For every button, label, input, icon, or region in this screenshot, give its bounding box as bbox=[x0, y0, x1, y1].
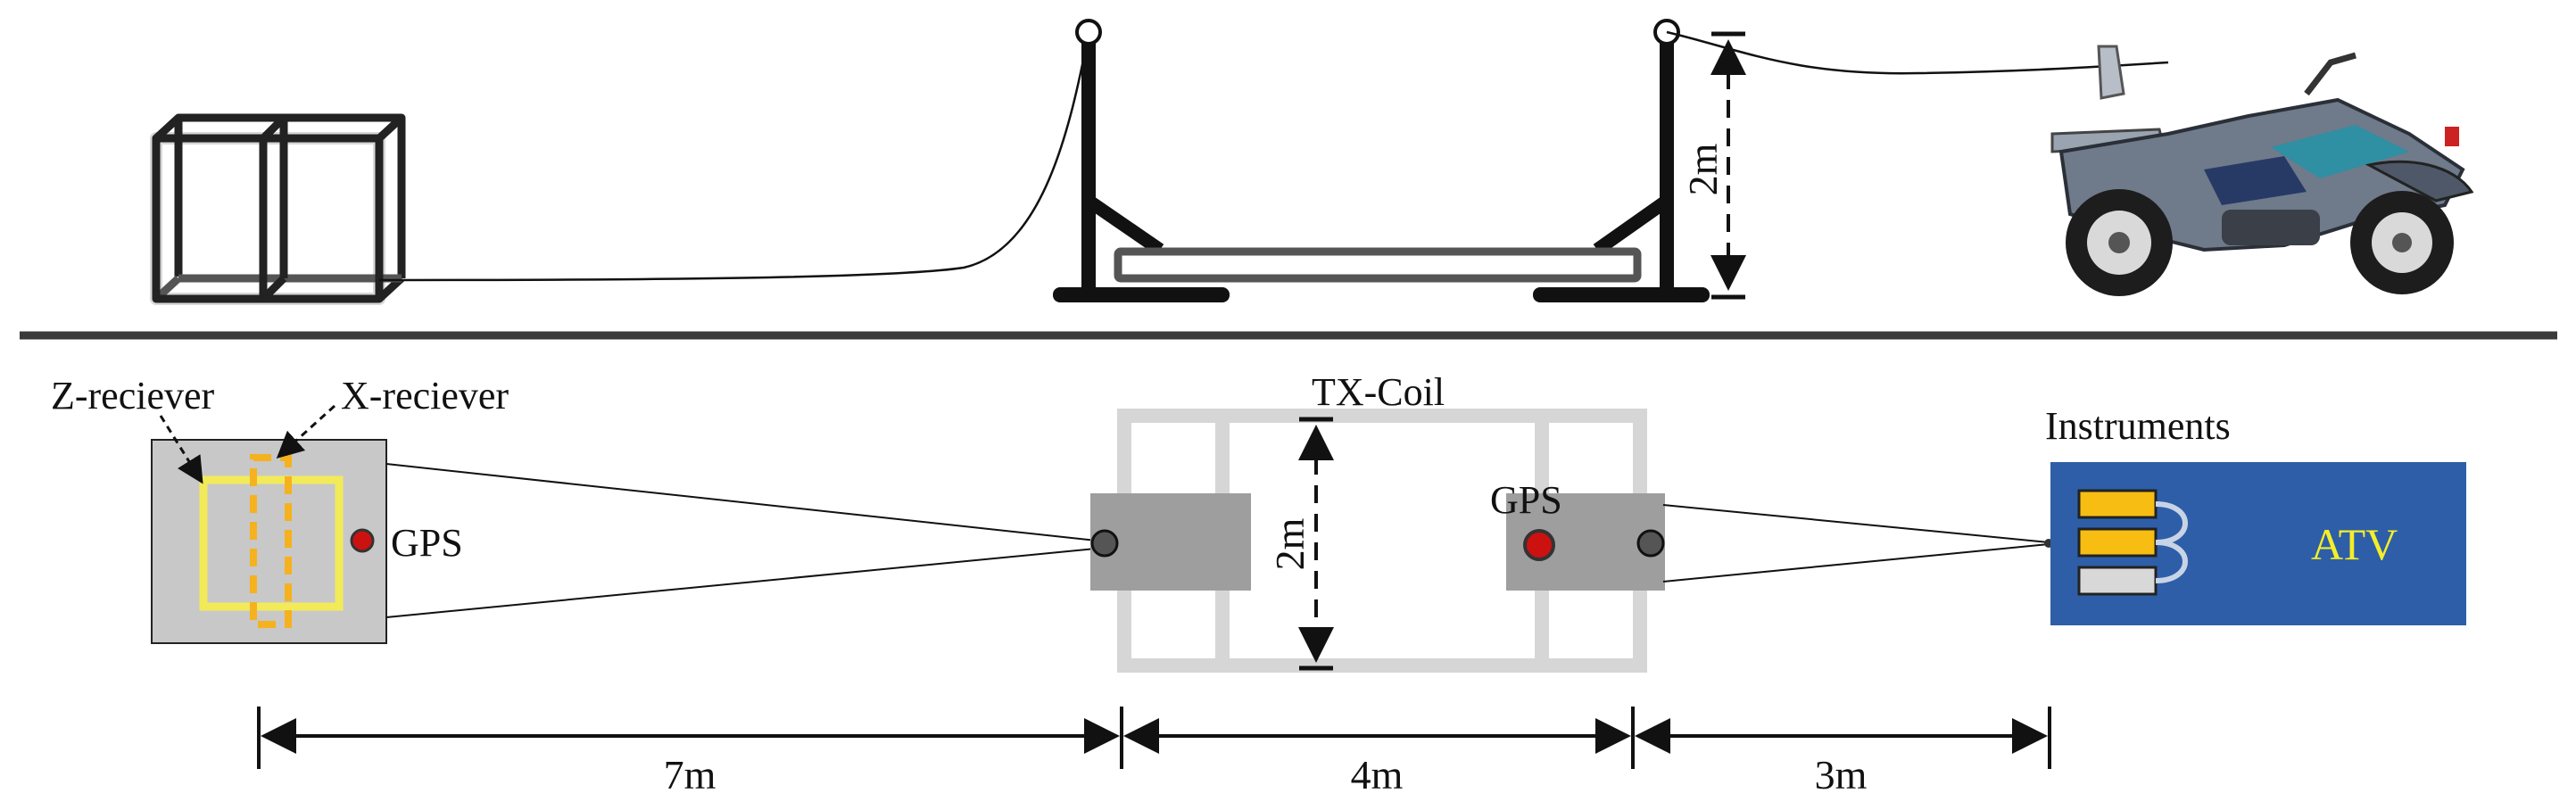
x-receiver-coil bbox=[250, 454, 292, 628]
tow-cable-rear bbox=[378, 33, 1090, 282]
length-dimension-line bbox=[257, 707, 2051, 769]
width-label-top: 2m bbox=[1267, 517, 1313, 570]
tx-frame-side-icon bbox=[1053, 19, 1710, 302]
atv-vehicle-icon bbox=[2050, 45, 2474, 296]
z-receiver-label: Z-reciever bbox=[51, 374, 215, 417]
instrument-module-1 bbox=[2077, 489, 2158, 519]
atv-label: ATV bbox=[2311, 519, 2398, 569]
side-view: 2m bbox=[20, 19, 2557, 340]
tow-line-rear-lower bbox=[385, 547, 1106, 618]
z-receiver-leader bbox=[159, 415, 203, 484]
tow-line-rear-upper bbox=[385, 463, 1106, 542]
instrument-modules bbox=[2077, 489, 2188, 596]
tow-line-front-lower bbox=[1662, 543, 2050, 583]
gps-label-tx: GPS bbox=[1490, 478, 1562, 522]
dimension-label-3: 3m bbox=[1815, 752, 1868, 798]
width-dimension-top bbox=[1298, 417, 1334, 671]
dimension-label-1: 7m bbox=[664, 752, 716, 798]
tx-hitch-right bbox=[1636, 529, 1665, 558]
z-receiver-coil bbox=[199, 475, 344, 611]
gps-dot-receiver bbox=[350, 528, 375, 553]
tow-line-front-upper bbox=[1662, 504, 2050, 543]
tow-cable-front bbox=[1666, 30, 2169, 75]
module-cable-2 bbox=[2155, 540, 2188, 583]
instrument-module-2 bbox=[2077, 527, 2158, 558]
instruments-label: Instruments bbox=[2045, 404, 2231, 448]
x-receiver-label: X-reciever bbox=[341, 374, 509, 417]
gps-label-receiver: GPS bbox=[391, 521, 463, 565]
gps-dot-tx bbox=[1523, 529, 1555, 561]
height-label-side: 2m bbox=[1680, 143, 1726, 195]
tx-coil-label: TX-Coil bbox=[1312, 370, 1445, 414]
instrument-module-3 bbox=[2077, 566, 2158, 596]
top-view: Z-reciever X-reciever GPS GPS TX-Coil 2m bbox=[51, 370, 2466, 798]
height-dimension-side bbox=[1710, 31, 1746, 300]
x-receiver-leader bbox=[276, 404, 336, 459]
dimension-label-2: 4m bbox=[1351, 752, 1404, 798]
tx-hitch-left bbox=[1090, 529, 1119, 558]
receiver-cube-icon bbox=[150, 113, 406, 305]
